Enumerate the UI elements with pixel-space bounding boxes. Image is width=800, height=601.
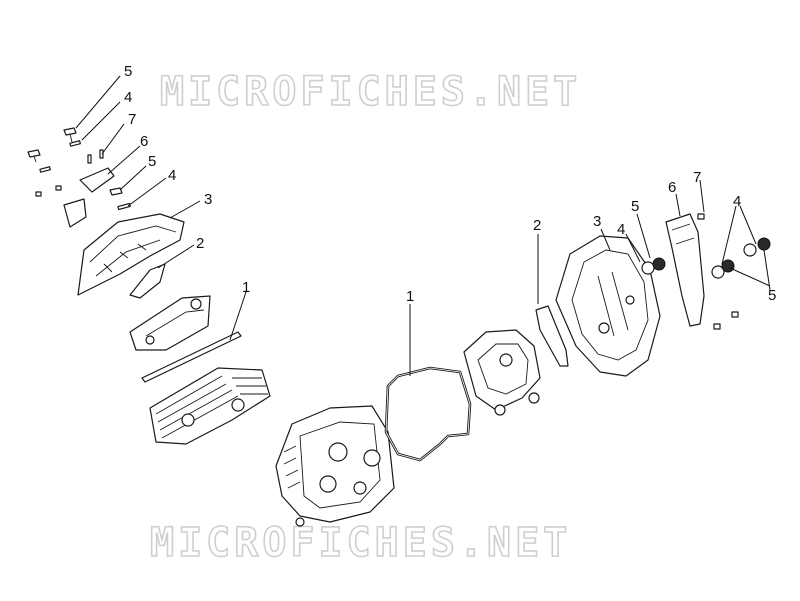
callout-left-2: 2	[196, 235, 204, 252]
center-valve-train	[463, 329, 541, 416]
callout-left-7: 7	[128, 111, 136, 128]
callout-left-1: 1	[242, 279, 250, 296]
center-cylinder-head	[275, 405, 395, 527]
callout-right-3: 3	[593, 213, 601, 230]
washer	[743, 243, 757, 257]
callout-right-4-b: 4	[733, 193, 741, 210]
callout-left-5: 5	[148, 153, 156, 170]
right-screw	[713, 323, 721, 330]
washer	[711, 265, 725, 279]
callout-right-6: 6	[668, 179, 676, 196]
left-bracket-small	[63, 198, 87, 228]
right-screw	[731, 311, 739, 318]
callout-left-3: 3	[204, 191, 212, 208]
callout-left-4: 4	[168, 167, 176, 184]
left-cover-plate	[129, 263, 166, 299]
callout-right-5-b: 5	[768, 287, 776, 304]
grommet	[757, 237, 771, 251]
left-cylinder-head	[149, 367, 271, 445]
center-gasket	[384, 366, 472, 462]
right-valve-cover	[555, 235, 661, 377]
callout-right-4: 4	[617, 221, 625, 238]
grommet	[652, 257, 666, 271]
left-gasket-strip	[141, 331, 242, 383]
grommet	[721, 259, 735, 273]
watermark-bottom: MICROFICHES.NET	[150, 520, 571, 566]
callout-left-4-top: 4	[124, 89, 132, 106]
watermark-top: MICROFICHES.NET	[160, 69, 581, 115]
washer	[641, 261, 655, 275]
callout-right-5: 5	[631, 198, 639, 215]
left-bracket-top	[79, 167, 115, 193]
callout-left-5-top: 5	[124, 63, 132, 80]
callout-left-6: 6	[140, 133, 148, 150]
left-valve-cover	[77, 213, 185, 296]
callout-middle-2: 2	[533, 217, 541, 234]
right-screw	[697, 213, 705, 220]
left-valve-train	[129, 295, 211, 351]
right-bracket	[665, 213, 705, 327]
left-small-parts	[27, 127, 131, 211]
callout-right-7: 7	[693, 169, 701, 186]
center-plate	[535, 305, 569, 367]
left-assembly	[27, 75, 271, 445]
callout-middle-1: 1	[406, 288, 414, 305]
